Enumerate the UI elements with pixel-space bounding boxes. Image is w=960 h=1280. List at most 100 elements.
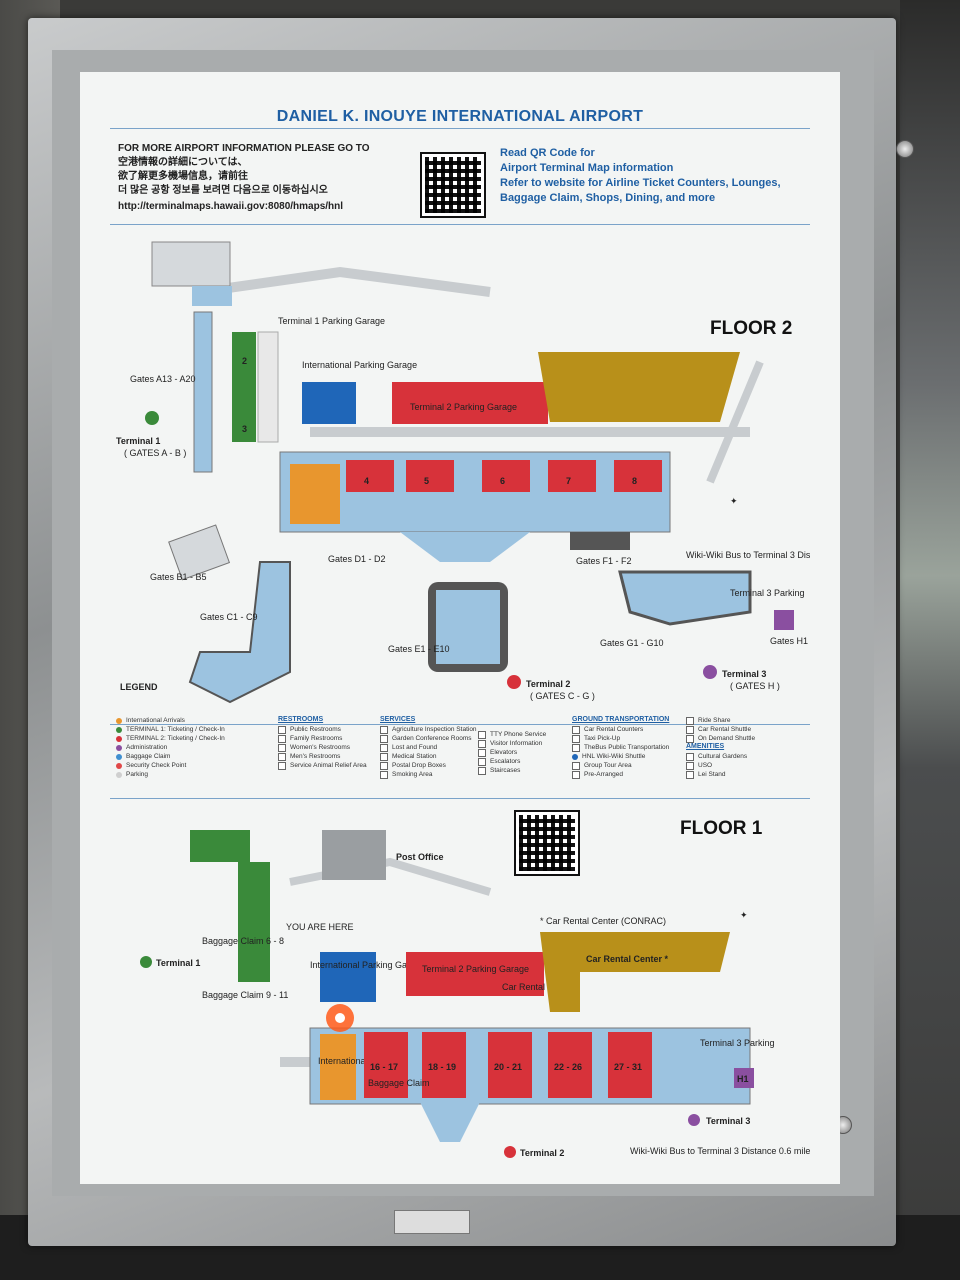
manufacturer-sticker <box>394 1210 470 1234</box>
gates-f-label: Gates F1 - F2 <box>576 556 632 566</box>
divider <box>110 224 810 225</box>
divider <box>110 724 810 725</box>
legend-item: International Arrivals <box>116 716 225 725</box>
terminal-1-gates: ( GATES A - B ) <box>124 448 186 458</box>
qr-code-icon[interactable] <box>420 152 486 218</box>
lobby-2-label: 2 <box>242 356 247 366</box>
lobby-8[interactable] <box>614 460 662 492</box>
baggage-claim-6-8: Baggage Claim 6 - 8 <box>202 936 284 946</box>
lobby-3-label: 3 <box>242 424 247 434</box>
lobby-5-number: 5 <box>424 476 429 486</box>
floor-2-title: FLOOR 2 <box>710 318 793 339</box>
concourse-c <box>188 561 291 704</box>
legend-item: Parking <box>116 770 225 779</box>
terminal-3-dot <box>703 665 717 679</box>
intl-garage <box>302 382 356 424</box>
post-office-label: Post Office <box>396 852 444 862</box>
gates-f-block <box>570 532 630 550</box>
lobby-4[interactable] <box>346 460 394 492</box>
lobbies: 4 5 6 7 8 <box>346 460 662 492</box>
intl-arrivals-f2 <box>290 464 340 524</box>
info-line-zh: 欲了解更多機場信息，请前往 <box>118 171 248 182</box>
t1-garage-label: Terminal 1 Parking Garage <box>278 316 385 326</box>
baggage-claim-number: 16 - 17 <box>370 1062 398 1072</box>
qr-text-1: Read QR Code for <box>500 147 595 159</box>
terminal-3-dot <box>688 1114 700 1126</box>
terminal-1-dot <box>140 956 152 968</box>
wiki-wiki-note: Wiki-Wiki Bus to Terminal 3 Distance 0.6… <box>630 1146 810 1156</box>
t2-garage <box>392 382 548 424</box>
lobby-7[interactable] <box>548 460 596 492</box>
legend-item: Group Tour Area <box>572 761 669 770</box>
terminal-3-gates: ( GATES H ) <box>730 681 780 691</box>
baggage-claim-18-19[interactable] <box>422 1032 466 1098</box>
gates-a13-label: Gates A13 - A20 <box>130 374 196 384</box>
gates-e-label: Gates E1 - E10 <box>388 644 450 654</box>
airport-title: DANIEL K. INOUYE INTERNATIONAL AIRPORT <box>276 108 644 125</box>
h1-block <box>734 1068 754 1088</box>
intl-garage-label: International Parking Garage <box>302 360 417 370</box>
legend-ground: GROUND TRANSPORTATION Car Rental Counter… <box>572 716 670 779</box>
legend-title: LEGEND <box>120 682 158 692</box>
baggage-claim-number: 27 - 31 <box>614 1062 642 1072</box>
terminal-2-dot <box>504 1146 516 1158</box>
terminal-2-dot <box>507 675 521 689</box>
legend-item: On Demand Shuttle <box>686 734 755 743</box>
qr-text-3: Refer to website for Airline Ticket Coun… <box>500 177 781 189</box>
legend-item: Lost and Found <box>380 743 477 752</box>
legend-item: Security Check Point <box>116 761 225 770</box>
lobby-6-number: 6 <box>500 476 505 486</box>
road <box>706 360 764 484</box>
wiki-wiki-note: Wiki-Wiki Bus to Terminal 3 Distance 0.6… <box>686 550 810 560</box>
t2-garage <box>406 952 544 996</box>
legend-areas: International Arrivals TERMINAL 1: Ticke… <box>116 716 225 779</box>
car-rental-center <box>540 932 730 1012</box>
legend-item: Cultural Gardens <box>686 752 755 761</box>
floor-1-map: Post Office * Car Rental Center (CONRAC)… <box>140 830 810 1158</box>
qr-code-icon[interactable] <box>514 810 580 876</box>
concourse-a-gates <box>193 311 213 473</box>
intl-arrivals-block <box>320 1034 356 1100</box>
legend-item: Family Restrooms <box>278 734 367 743</box>
lobby-8-number: 8 <box>632 476 637 486</box>
legend-item: Medical Station <box>380 752 477 761</box>
legend-item: Lei Stand <box>686 770 755 779</box>
baggage-claim-number: 22 - 26 <box>554 1062 582 1072</box>
t1-parking <box>257 331 279 443</box>
baggage-claim-20-21[interactable] <box>488 1032 532 1098</box>
baggage-claim-sub: Baggage Claim <box>368 1078 430 1088</box>
terminal-2-label: Terminal 2 <box>526 679 570 689</box>
baggage-claim-9-11: Baggage Claim 9 - 11 <box>202 990 288 1000</box>
legend-item: Car Rental Shuttle <box>686 725 755 734</box>
baggage-claim-22-26[interactable] <box>548 1032 592 1098</box>
baggage-claims: 16 - 17 18 - 19 20 - 21 22 - 26 27 - 31 <box>364 1032 652 1098</box>
legend-item: Agriculture Inspection Station <box>380 725 477 734</box>
legend-item: Elevators <box>478 748 546 757</box>
terminal-3-label: Terminal 3 <box>722 669 766 679</box>
terminal-1-dot <box>145 411 159 425</box>
qr-text-2: Airport Terminal Map information <box>500 162 674 174</box>
floor-2-map: 2 3 Terminal 1 Parking Garage Gates A13 … <box>116 241 810 704</box>
legend-item: TTY Phone Service <box>478 730 546 739</box>
legend-item: Men's Restrooms <box>278 752 367 761</box>
legend-item: Women's Restrooms <box>278 743 367 752</box>
h1-label: H1 <box>737 1074 749 1084</box>
baggage-claim-16-17[interactable] <box>364 1032 408 1098</box>
post-office-building <box>322 830 386 880</box>
legend-item: Taxi Pick-Up <box>572 734 669 743</box>
info-line-ja: 空港情報の詳細については、 <box>118 157 248 168</box>
lobby-7-number: 7 <box>566 476 571 486</box>
baggage-claim-27-31[interactable] <box>608 1032 652 1098</box>
gates-b-block <box>168 524 231 581</box>
compass-icon: ✦ <box>730 496 738 506</box>
legend-item: Escalators <box>478 757 546 766</box>
legend: International Arrivals TERMINAL 1: Ticke… <box>110 716 810 846</box>
info-url[interactable]: http://terminalmaps.hawaii.gov:8080/hmap… <box>118 201 344 212</box>
lobby-5[interactable] <box>406 460 454 492</box>
lobby-6[interactable] <box>482 460 530 492</box>
road <box>199 266 491 297</box>
intl-garage-label: International Parking Garage <box>310 960 425 970</box>
legend-services-2: TTY Phone Service Visitor Information El… <box>478 730 546 775</box>
car-rental-center-label: Car Rental Center * <box>586 954 669 964</box>
gold-garage <box>538 352 740 422</box>
